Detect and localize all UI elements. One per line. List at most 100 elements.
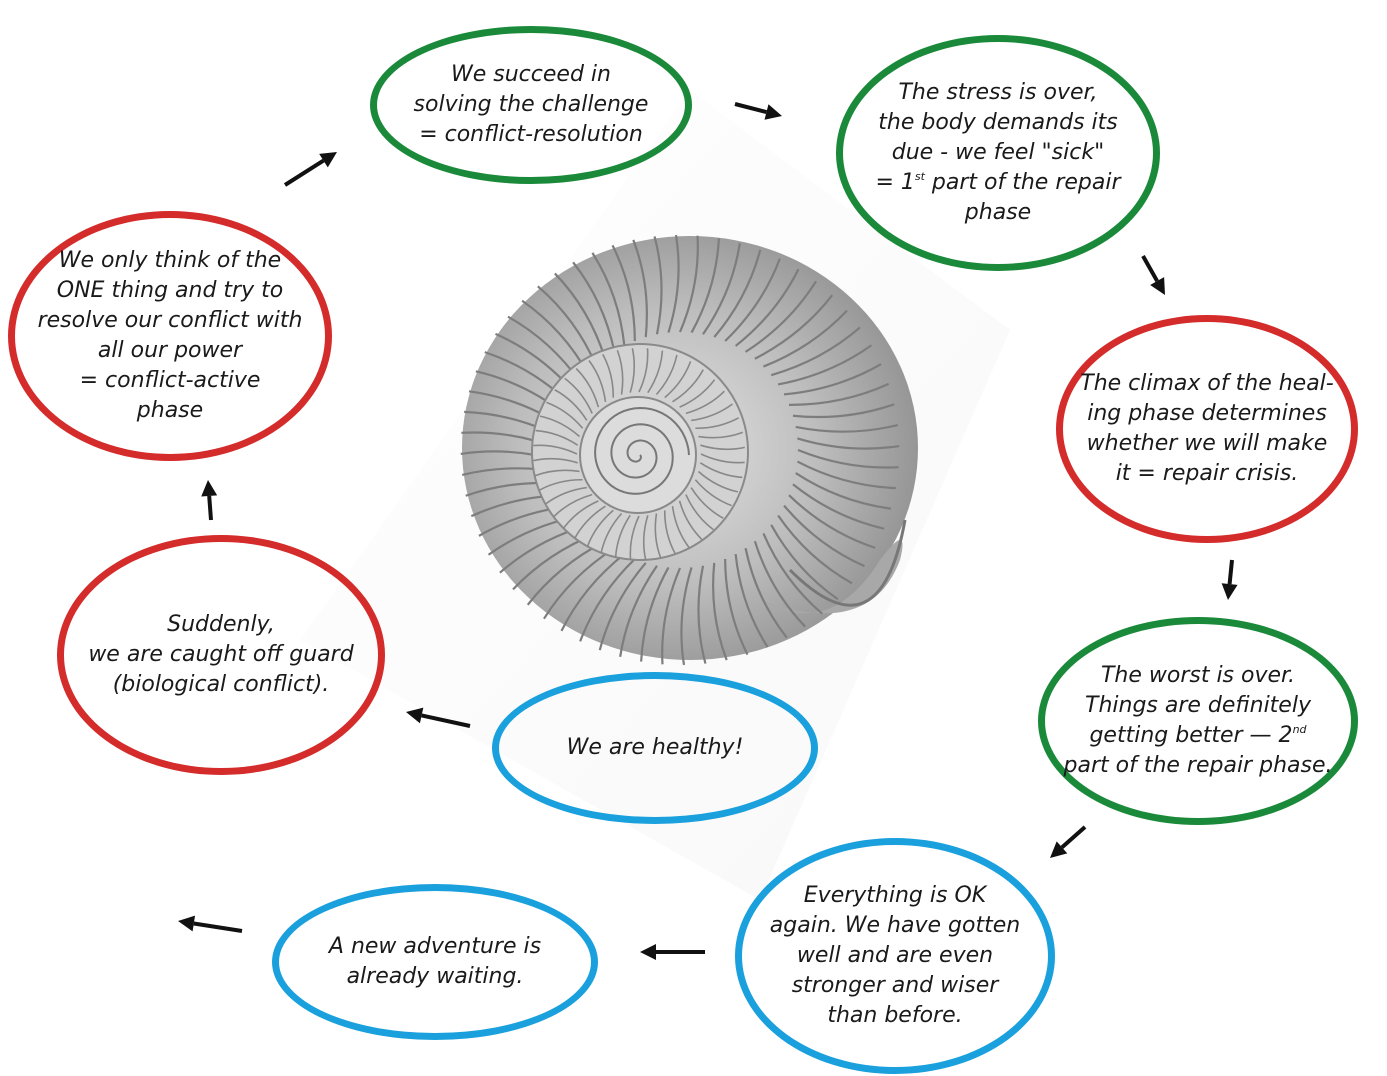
node-line-text: ing phase determines	[1087, 401, 1327, 426]
node-line: the body demands its	[875, 108, 1120, 138]
arrow-9	[201, 480, 218, 521]
arrow-8	[406, 707, 471, 728]
node-line-text: getting better — 2	[1089, 723, 1293, 748]
node-healthy: We are healthy!	[492, 672, 818, 824]
node-line: Everything is OK	[770, 881, 1020, 911]
node-biological-conflict: Suddenly, we are caught off guard (biologi…	[57, 535, 385, 775]
node-line: Suddenly,	[88, 610, 353, 640]
node-repair-phase-2: The worst is over. Things are definitely g…	[1038, 617, 1358, 825]
node-line-text: stronger and wiser	[791, 973, 999, 998]
node-line: resolve our conflict with	[38, 306, 303, 336]
node-line: again. We have gotten	[770, 911, 1020, 941]
node-line: = 1st part of the repair	[875, 168, 1120, 198]
arrows-group	[178, 102, 1238, 960]
node-line-text: the body demands its	[878, 110, 1118, 135]
node-line-text: we are caught off guard	[88, 642, 354, 667]
node-line-text: it = repair crisis.	[1115, 461, 1299, 486]
node-line: than before.	[770, 1001, 1020, 1031]
node-line-text: We are healthy!	[566, 735, 744, 760]
node-line: phase	[875, 198, 1120, 228]
node-line: The worst is over.	[1064, 661, 1333, 691]
node-line-text: Things are definitely	[1085, 693, 1311, 718]
node-text: Everything is OK again. We have gotten wel…	[770, 881, 1020, 1031]
arrow-5	[1050, 825, 1087, 858]
node-line-text: We succeed in	[451, 62, 611, 87]
node-line-text: phase	[136, 398, 204, 423]
node-line: We are healthy!	[567, 733, 744, 763]
node-line-text: than before.	[827, 1003, 963, 1028]
node-line: part of the repair phase.	[1064, 751, 1333, 781]
node-line: ONE thing and try to	[38, 276, 303, 306]
node-line-text: part of the repair	[924, 170, 1121, 195]
node-text: A new adventure is already waiting.	[329, 932, 541, 992]
node-line-text: already waiting.	[346, 964, 524, 989]
node-repair-crisis: The climax of the heal-ing phase determi…	[1056, 315, 1358, 543]
node-line: already waiting.	[329, 962, 541, 992]
arrow-7	[178, 915, 243, 933]
node-repair-phase-1: The stress is over, the body demands its d…	[836, 35, 1160, 271]
node-text: We succeed in solving the challenge = conf…	[414, 60, 649, 150]
node-line-text: A new adventure is	[328, 934, 542, 959]
node-line: We only think of the	[38, 246, 303, 276]
node-line-text: The climax of the heal-	[1080, 371, 1334, 396]
node-line: (biological conflict).	[88, 670, 353, 700]
node-text: Suddenly, we are caught off guard (biologi…	[88, 610, 353, 700]
node-everything-ok: Everything is OK again. We have gotten wel…	[735, 838, 1055, 1074]
node-new-adventure: A new adventure is already waiting.	[272, 884, 598, 1040]
node-line: phase	[38, 396, 303, 426]
node-line-text: = 1	[875, 170, 915, 195]
node-line-text: = conflict-active	[79, 368, 261, 393]
node-line: The climax of the heal-	[1080, 369, 1333, 399]
node-line-text: due - we feel "sick"	[891, 140, 1105, 165]
node-line-text: The worst is over.	[1100, 663, 1296, 688]
node-line-text: again. We have gotten	[769, 913, 1021, 938]
node-line-text: solving the challenge	[413, 92, 649, 117]
node-line: stronger and wiser	[770, 971, 1020, 1001]
arrow-1	[283, 152, 337, 187]
ammonite-shell-icon	[460, 234, 918, 666]
ordinal-superscript: nd	[1292, 723, 1307, 736]
node-text: The stress is over, the body demands its d…	[875, 78, 1120, 228]
node-line: getting better — 2nd	[1064, 721, 1333, 751]
node-line: = conflict-active	[38, 366, 303, 396]
node-line-text: (biological conflict).	[112, 672, 330, 697]
node-line-text: all our power	[97, 338, 243, 363]
node-line-text: whether we will make	[1086, 431, 1328, 456]
node-line-text: Everything is OK	[803, 883, 987, 908]
node-line: well and are even	[770, 941, 1020, 971]
node-line: A new adventure is	[329, 932, 541, 962]
node-line: We succeed in	[414, 60, 649, 90]
node-line-text: ONE thing and try to	[56, 278, 284, 303]
node-line: ing phase determines	[1080, 399, 1333, 429]
ordinal-superscript: st	[914, 170, 925, 183]
node-line: we are caught off guard	[88, 640, 353, 670]
node-line-text: phase	[964, 200, 1032, 225]
node-line: due - we feel "sick"	[875, 138, 1120, 168]
node-line: Things are definitely	[1064, 691, 1333, 721]
node-line-text: well and are even	[796, 943, 994, 968]
node-line: = conflict-resolution	[414, 120, 649, 150]
arrow-4	[1221, 559, 1238, 600]
node-text: The worst is over. Things are definitely g…	[1064, 661, 1333, 781]
arrow-6	[640, 944, 705, 960]
node-line: all our power	[38, 336, 303, 366]
node-conflict-resolution: We succeed in solving the challenge = conf…	[370, 26, 692, 184]
node-line-text: The stress is over,	[898, 80, 1098, 105]
node-text: The climax of the heal-ing phase determi…	[1080, 369, 1333, 489]
node-line: whether we will make	[1080, 429, 1333, 459]
node-text: We are healthy!	[567, 733, 744, 763]
node-line: it = repair crisis.	[1080, 459, 1333, 489]
node-line-text: = conflict-resolution	[419, 122, 643, 147]
node-line: solving the challenge	[414, 90, 649, 120]
node-line-text: resolve our conflict with	[37, 308, 303, 333]
node-line-text: We only think of the	[58, 248, 282, 273]
node-line: The stress is over,	[875, 78, 1120, 108]
arrow-2	[734, 102, 782, 120]
node-line-text: Suddenly,	[167, 612, 275, 637]
node-line-text: part of the repair phase.	[1063, 753, 1333, 778]
arrow-3	[1141, 255, 1165, 295]
